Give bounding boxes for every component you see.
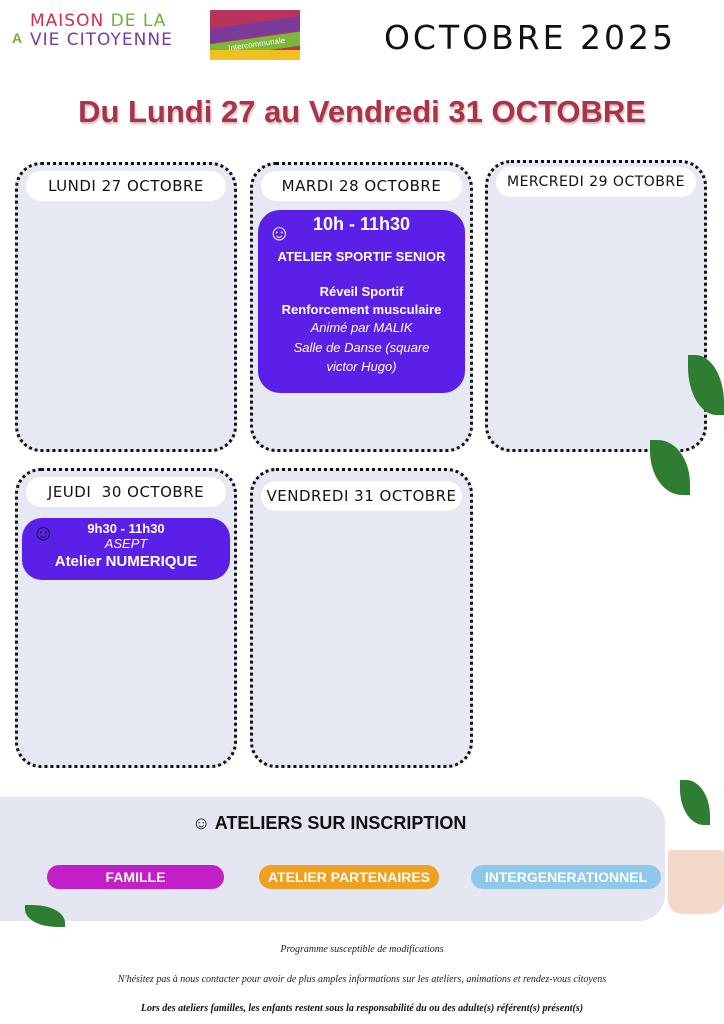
day-card-tuesday: MARDI 28 OCTOBRE ☺ 10h - 11h30 ATELIER S…	[250, 162, 473, 452]
logo-icon: A	[12, 30, 23, 46]
event-detail: Renforcement musculaire	[281, 302, 442, 317]
footer-note: Lors des ateliers familles, les enfants …	[140, 1003, 584, 1014]
event-animator: Animé par MALIK	[310, 320, 413, 335]
footer-note: N'hésitez pas à nous contacter pour avoi…	[117, 974, 607, 985]
day-card-friday: VENDREDI 31 OCTOBRE	[250, 468, 473, 768]
event-partner: ASEPT	[104, 536, 148, 551]
legend-intergenerationnel: INTERGENERATIONNEL	[471, 865, 661, 889]
event-detail: Réveil Sportif	[319, 284, 404, 299]
event-name: Atelier NUMERIQUE	[54, 553, 198, 570]
day-label: MARDI 28 OCTOBRE	[261, 171, 462, 201]
day-label: MERCREDI 29 OCTOBRE	[496, 167, 696, 197]
day-card-monday: LUNDI 27 OCTOBRE	[15, 162, 237, 452]
user-edit-icon: ☺	[192, 813, 215, 833]
legend-heading: ☺ ATELIERS SUR INSCRIPTION	[192, 813, 466, 834]
intercommunale-logo: Intercommunale	[210, 10, 300, 60]
day-card-thursday: JEUDI 30 OCTOBRE ☺ 9h30 - 11h30 ASEPT At…	[15, 468, 237, 768]
logo-text: DE LA	[110, 11, 167, 31]
month-title: OCTOBRE 2025	[383, 18, 676, 57]
plant-pot-decoration	[668, 850, 724, 914]
page-title: Du Lundi 27 au Vendredi 31 OCTOBRE	[78, 94, 646, 129]
legend-band: ☺ ATELIERS SUR INSCRIPTION FAMILLE ATELI…	[0, 797, 665, 921]
event-location: Salle de Danse (square victor Hugo)	[293, 340, 430, 374]
event-card[interactable]: ☺ 10h - 11h30 ATELIER SPORTIF SENIOR Rév…	[258, 210, 465, 393]
day-label: VENDREDI 31 OCTOBRE	[261, 481, 462, 511]
event-name: ATELIER SPORTIF SENIOR	[277, 249, 446, 264]
legend-famille: FAMILLE	[47, 865, 224, 889]
day-label: LUNDI 27 OCTOBRE	[26, 171, 226, 201]
user-edit-icon: ☺	[32, 520, 55, 545]
footer-note: Programme susceptible de modifications	[280, 944, 444, 955]
day-label: JEUDI 30 OCTOBRE	[26, 477, 226, 507]
logo-text: VIE CITOYENNE	[30, 30, 173, 50]
legend-partenaires: ATELIER PARTENAIRES	[259, 865, 439, 889]
plant-leaf-decoration	[680, 780, 710, 825]
event-card[interactable]: ☺ 9h30 - 11h30 ASEPT Atelier NUMERIQUE	[22, 518, 230, 580]
logo-text: MAISON	[30, 11, 105, 31]
event-time: 10h - 11h30	[312, 214, 411, 234]
maison-logo: MAISON DE LA VIE CITOYENNE	[30, 12, 173, 50]
event-time: 9h30 - 11h30	[87, 521, 165, 536]
legend-heading-text: ATELIERS SUR INSCRIPTION	[214, 813, 467, 833]
plant-leaf-decoration	[25, 905, 65, 927]
day-card-wednesday: MERCREDI 29 OCTOBRE	[485, 160, 707, 452]
user-edit-icon: ☺	[268, 220, 291, 245]
